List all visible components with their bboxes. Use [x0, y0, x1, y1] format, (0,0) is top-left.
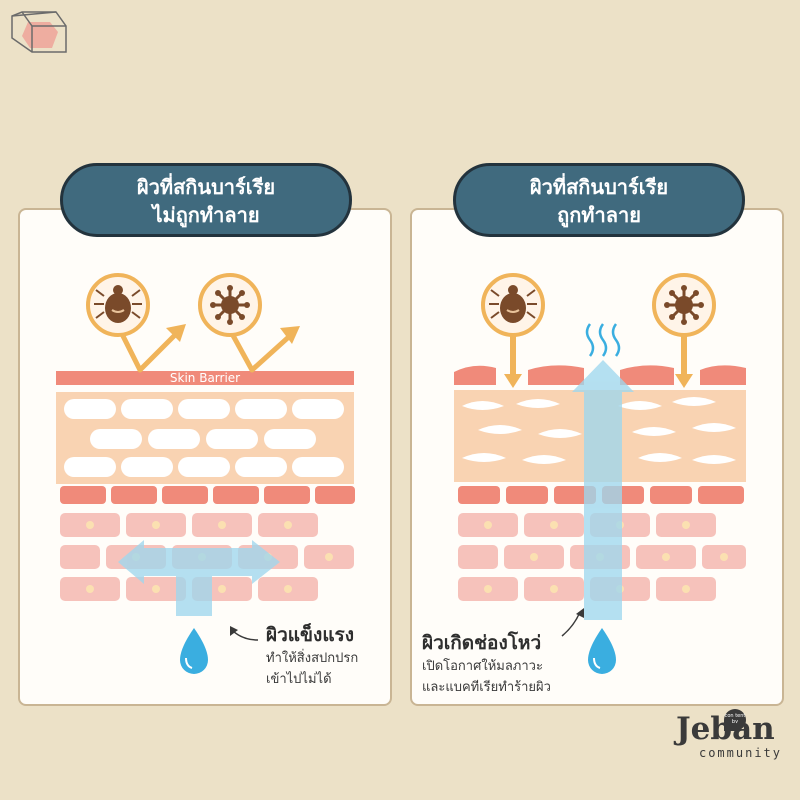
caption-pointer-head — [576, 608, 584, 618]
left-title-line1: ผิวที่สกินบาร์เรีย — [136, 175, 276, 199]
brand-sub: community — [698, 746, 782, 760]
brand-name: Jeban — [676, 711, 775, 747]
dust-mite-icon — [481, 273, 545, 337]
cube-logo-icon — [11, 11, 67, 53]
right-caption-line1: เปิดโอกาศให้มลภาวะ — [422, 659, 543, 674]
water-drop-icon — [180, 628, 208, 674]
right-skin-diagram — [454, 273, 746, 674]
dust-mite-icon — [86, 273, 150, 337]
left-title-line2: ไม่ถูกทำลาย — [152, 203, 260, 227]
left-skin-diagram: Skin Barrier — [56, 273, 355, 674]
broken-barrier-strip — [454, 365, 746, 385]
skin-barrier-label: Skin Barrier — [170, 371, 240, 385]
basal-cell-row — [60, 486, 355, 504]
right-caption: ผิวเกิดช่องโหว่ เปิดโอกาศให้มลภาวะ และแบ… — [422, 630, 551, 698]
content-by-tag: con tent by — [724, 709, 746, 731]
right-caption-line2: และแบคทีเรียทำร้ายผิว — [422, 680, 551, 695]
deflected-germ-arrows — [117, 328, 294, 373]
left-panel: Skin Barrier — [18, 208, 392, 706]
upper-layer-cells — [64, 399, 344, 477]
left-caption-line2: เข้าไปไม่ได้ — [266, 672, 332, 687]
virus-icon — [198, 273, 262, 337]
brand-logo: Jeban community — [676, 712, 786, 760]
caption-pointer-head — [230, 626, 238, 636]
water-retained-arrow — [118, 540, 280, 616]
water-loss-arrow — [572, 360, 634, 620]
skin-barrier-strip — [56, 371, 354, 385]
arrow-heads — [166, 324, 300, 344]
steam-icon — [585, 323, 621, 357]
left-caption: ผิวแข็งแรง ทำให้สิ่งสปกปรก เข้าไปไม่ได้ — [266, 622, 358, 690]
right-panel: ผิวเกิดช่องโหว่ เปิดโอกาศให้มลภาวะ และแบ… — [410, 208, 784, 706]
water-drop-icon — [588, 628, 616, 674]
right-caption-head: ผิวเกิดช่องโหว่ — [422, 632, 542, 654]
left-title: ผิวที่สกินบาร์เรีย ไม่ถูกทำลาย — [60, 163, 352, 237]
left-caption-head: ผิวแข็งแรง — [266, 624, 355, 646]
germ-entry-arrows — [504, 330, 693, 388]
virus-icon — [652, 273, 716, 337]
right-title-line2: ถูกทำลาย — [557, 203, 641, 227]
right-title: ผิวที่สกินบาร์เรีย ถูกทำลาย — [453, 163, 745, 237]
damaged-upper-cells — [462, 397, 736, 464]
left-caption-line1: ทำให้สิ่งสปกปรก — [266, 651, 359, 666]
caption-pointer — [561, 611, 581, 637]
right-title-line1: ผิวที่สกินบาร์เรีย — [529, 175, 669, 199]
